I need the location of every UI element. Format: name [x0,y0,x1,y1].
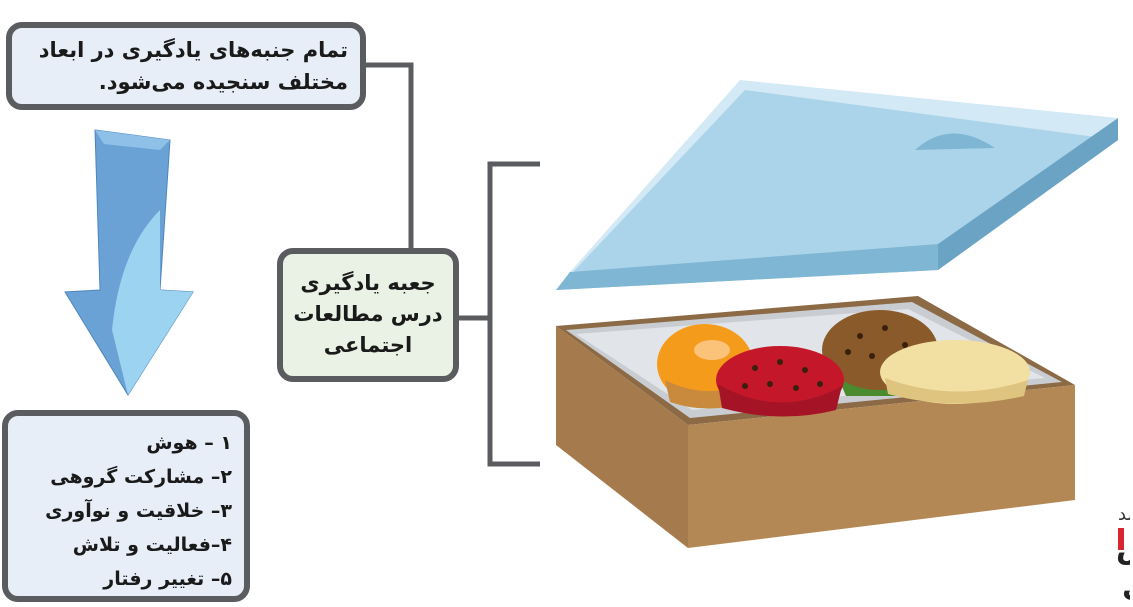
criteria-item: ۴–فعالیت و تلاش [72,534,232,556]
learning-box-line-2: درس مطالعات [293,302,443,326]
assessment-note-box: تمام جنبه‌های یادگیری در ابعاد مختلف سنج… [6,22,366,110]
logo-line-3: ابتدایی [1122,569,1130,604]
criteria-item: ۵– تغییر رفتار [103,568,232,590]
assessment-note-line-1: تمام جنبه‌های یادگیری در ابعاد [38,38,348,62]
logo-line-2: آموزش [1116,529,1130,566]
learning-box-line-3: اجتماعی [323,333,413,357]
criteria-list: ۱ – هوش ۲– مشارکت گروهی ۳– خلاقیت و نوآو… [20,426,232,596]
criteria-item: ۱ – هوش [146,432,232,454]
logo-accent-icon [1118,528,1124,550]
assessment-note-line-2: مختلف سنجیده می‌شود. [98,70,348,94]
learning-box-title: جعبه یادگیری درس مطالعات اجتماعی [277,248,459,382]
criteria-item: ۳– خلاقیت و نوآوری [45,500,232,522]
criteria-item: ۲– مشارکت گروهی [50,466,232,488]
criteria-list-box: ۱ – هوش ۲– مشارکت گروهی ۳– خلاقیت و نوآو… [2,410,250,602]
open-box-icon [556,296,1075,548]
red-muffin-icon [716,346,844,417]
box-lid-icon [556,80,1118,290]
down-arrow-icon [64,129,194,396]
connector-center-bracket [459,161,540,467]
learning-box-line-1: جعبه یادگیری [300,271,436,295]
logo-line-1: رشد [1118,504,1130,525]
cream-muffin-icon [880,340,1030,404]
connector-top-to-center [366,62,414,250]
roshd-logo: رشد آموزش ابتدایی [1116,504,1130,604]
